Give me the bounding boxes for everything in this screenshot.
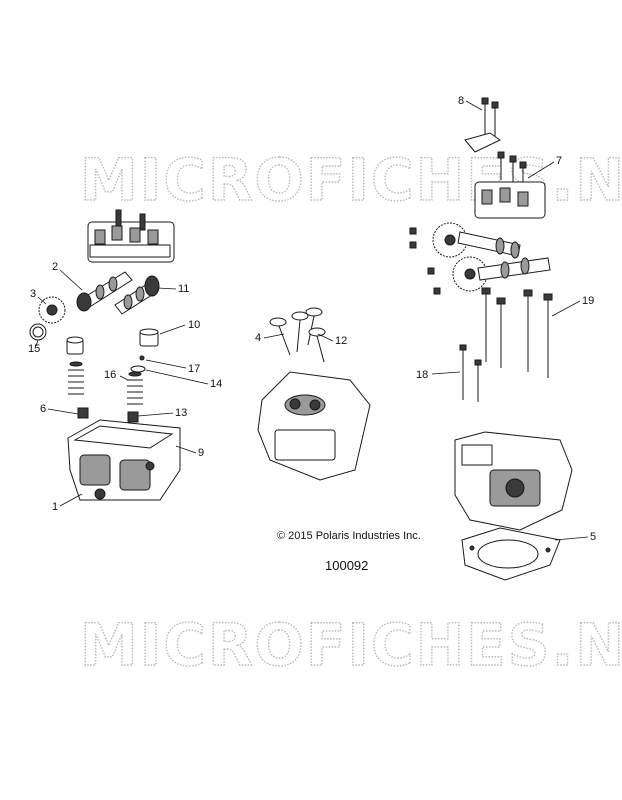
callout-14: 14 — [145, 369, 222, 390]
left-camshaft-intake — [114, 275, 160, 315]
callout-13: 13 — [137, 407, 187, 419]
svg-text:19: 19 — [582, 295, 594, 307]
svg-text:3: 3 — [30, 288, 36, 300]
snap-ring — [29, 323, 47, 341]
cylinder-head-right — [454, 431, 573, 531]
callout-17: 17 — [145, 359, 200, 375]
callout-4: 4 — [255, 332, 285, 344]
svg-text:10: 10 — [188, 319, 200, 331]
svg-text:7: 7 — [556, 155, 562, 167]
svg-text:13: 13 — [175, 407, 187, 419]
camshafts-right — [432, 222, 551, 292]
valve-keeper — [139, 355, 145, 361]
svg-text:16: 16 — [104, 369, 116, 381]
head-gasket — [461, 527, 561, 581]
callout-11: 11 — [157, 283, 189, 295]
figure-number: 100092 — [325, 558, 368, 573]
callout-1: 1 — [52, 493, 83, 513]
small-fasteners — [409, 227, 441, 295]
callout-6: 6 — [40, 403, 79, 415]
svg-text:8: 8 — [458, 95, 464, 107]
svg-text:18: 18 — [416, 369, 428, 381]
callout-8: 8 — [458, 95, 483, 111]
callout-16: 16 — [104, 369, 129, 381]
long-bolts — [459, 287, 553, 402]
cylinder-head-left — [67, 419, 181, 501]
valve-seals — [77, 407, 139, 423]
right-rocker-assembly — [474, 181, 546, 219]
cylinder-head-center — [257, 371, 371, 481]
callout-12: 12 — [317, 333, 347, 347]
callout-10: 10 — [159, 319, 200, 335]
left-rocker-assembly — [87, 209, 175, 263]
svg-text:1: 1 — [52, 501, 58, 513]
copyright-notice: © 2015 Polaris Industries Inc. — [277, 530, 421, 542]
callout-18: 18 — [416, 369, 461, 381]
callout-9: 9 — [175, 445, 204, 459]
callout-3: 3 — [30, 288, 47, 305]
callout-19: 19 — [551, 295, 594, 317]
svg-text:11: 11 — [178, 283, 189, 295]
valves-center — [269, 307, 326, 363]
svg-text:9: 9 — [198, 447, 204, 459]
svg-text:5: 5 — [590, 531, 596, 543]
callout-15: 15 — [28, 339, 40, 355]
svg-text:12: 12 — [335, 335, 347, 347]
bolts-top — [481, 97, 499, 138]
spring-retainer — [130, 365, 146, 373]
left-camshaft-exhaust — [76, 271, 133, 312]
svg-text:6: 6 — [40, 403, 46, 415]
tappet-bucket-left — [66, 336, 84, 355]
svg-text:4: 4 — [255, 332, 261, 344]
valve-springs — [68, 361, 143, 405]
svg-text:15: 15 — [28, 343, 40, 355]
svg-text:17: 17 — [188, 363, 200, 375]
watermark-bottom: MICROFICHES.NET — [80, 611, 622, 679]
svg-text:14: 14 — [210, 378, 222, 390]
bracket-plate — [464, 132, 501, 153]
tappet-bucket-right — [139, 328, 159, 347]
svg-text:2: 2 — [52, 261, 58, 273]
callout-5: 5 — [554, 531, 596, 543]
callout-2: 2 — [52, 261, 83, 291]
callout-7: 7 — [527, 155, 562, 179]
